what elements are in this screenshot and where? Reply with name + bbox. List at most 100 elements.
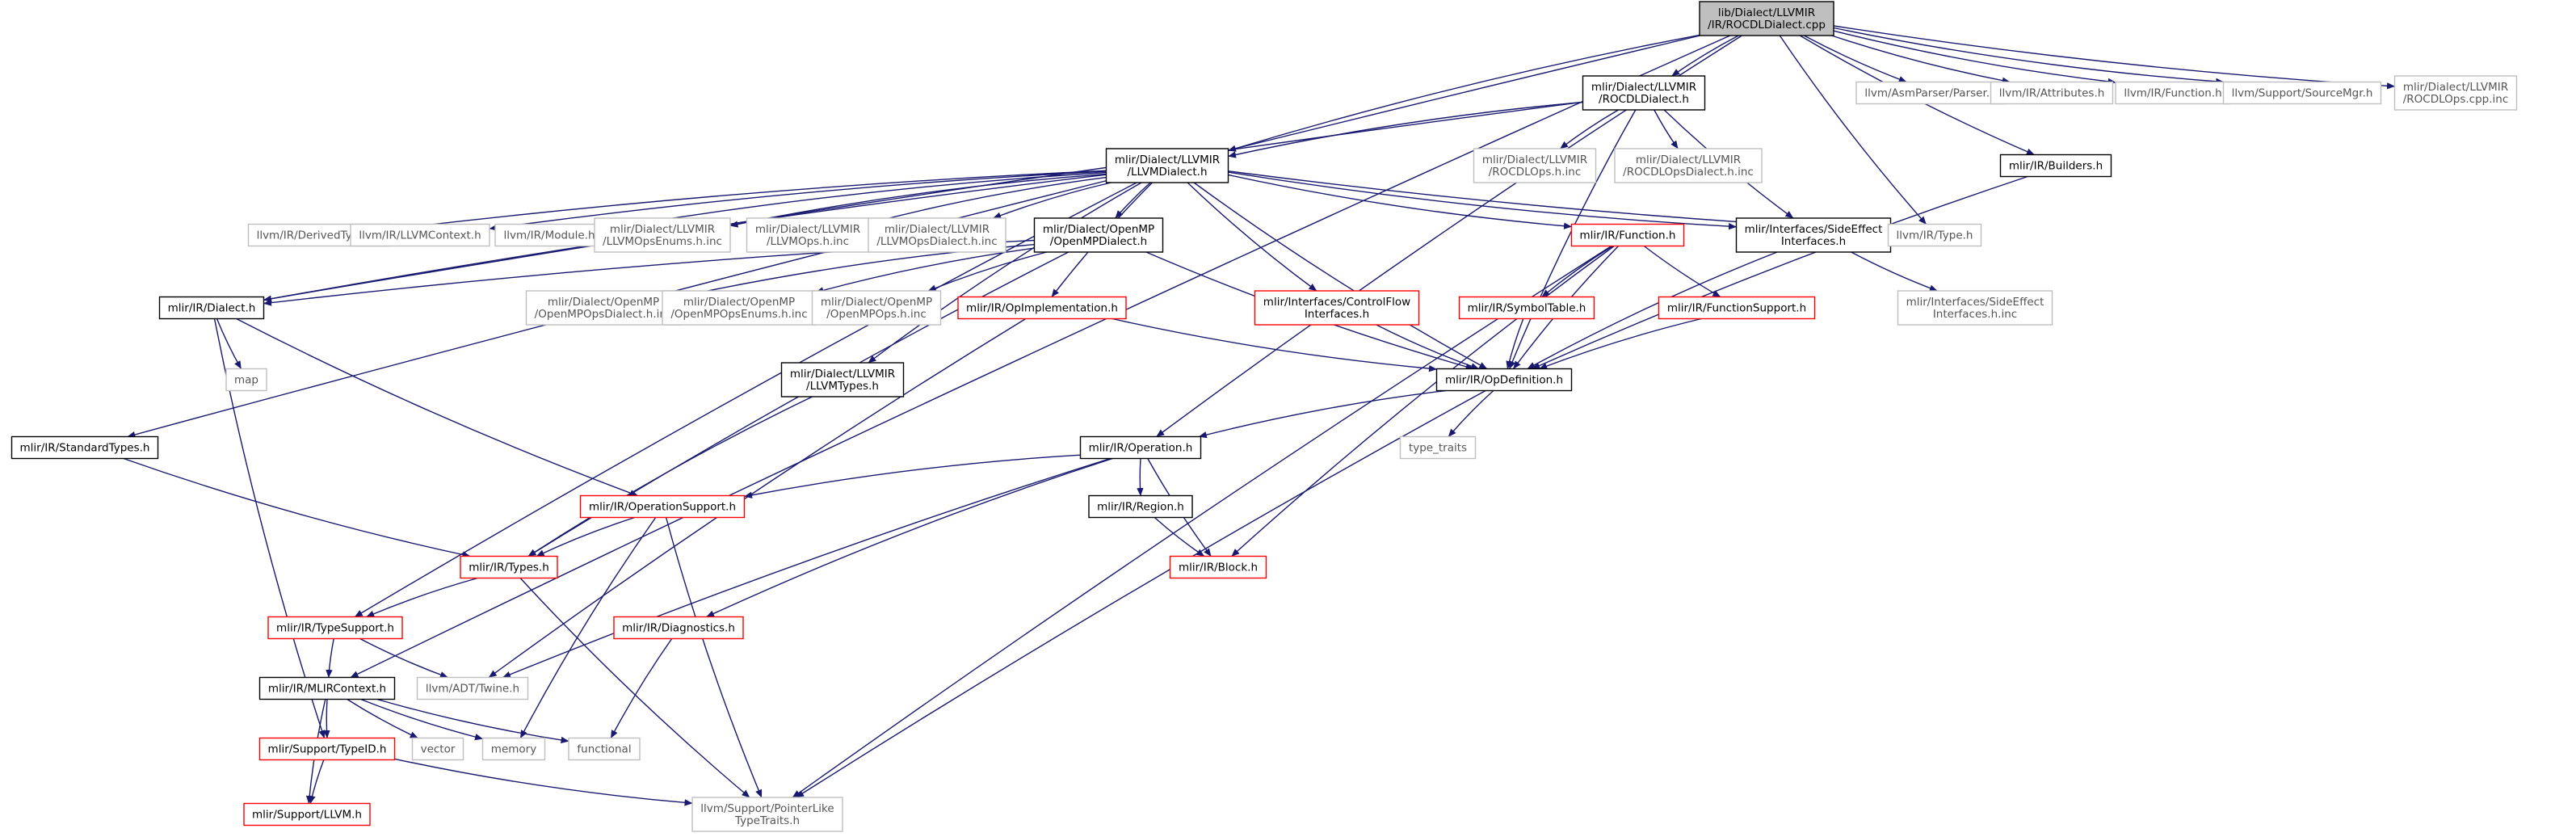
edge-arrow xyxy=(1448,389,1494,437)
edge-llvmdialect-h-to-llvmops-h-inc xyxy=(868,176,1107,225)
node-label-line: /OpenMPOpsDialect.h.inc xyxy=(535,308,673,321)
node-label-line: /LLVMOpsEnums.h.inc xyxy=(603,235,722,248)
node-box xyxy=(158,296,265,320)
node-label-line: mlir/IR/Diagnostics.h xyxy=(622,622,735,635)
node-box xyxy=(1473,148,1597,183)
node-box xyxy=(1897,290,2053,326)
node-label-line: lib/Dialect/LLVMIR xyxy=(1718,6,1815,19)
edge-arrow xyxy=(796,389,1486,798)
edge-operationsupport-to-memory xyxy=(519,517,657,738)
node-builders[interactable]: mlir/IR/Builders.h xyxy=(1999,154,2112,178)
edge-arrow xyxy=(1833,30,2116,86)
node-operationsupport[interactable]: mlir/IR/OperationSupport.h xyxy=(579,494,746,519)
node-label-line: mlir/Dialect/OpenMP xyxy=(821,296,932,309)
edge-arrow xyxy=(360,698,483,741)
node-label-line: llvm/IR/Attributes.h xyxy=(1999,87,2105,100)
node-box xyxy=(1855,81,2006,105)
node-region[interactable]: mlir/IR/Region.h xyxy=(1088,494,1193,519)
node-rocdl-h[interactable]: mlir/Dialect/LLVMIR/ROCDLDialect.h xyxy=(1582,75,1706,111)
node-function-mlir[interactable]: mlir/IR/Function.h xyxy=(1570,223,1685,247)
node-typeid[interactable]: mlir/Support/TypeID.h xyxy=(258,737,396,761)
node-llvmdialect-h[interactable]: mlir/Dialect/LLVMIR/LLVMDialect.h xyxy=(1105,148,1229,183)
node-label-line: /OpenMPDialect.h xyxy=(1050,235,1147,248)
edge-arrow xyxy=(1228,101,1583,158)
node-label-line: mlir/IR/Function.h xyxy=(1580,229,1676,242)
node-functionsupport[interactable]: mlir/IR/FunctionSupport.h xyxy=(1658,296,1816,320)
node-openmpdialect[interactable]: mlir/Dialect/OpenMP/OpenMPDialect.h xyxy=(1033,217,1164,253)
node-label-line: llvm/Support/SourceMgr.h xyxy=(2232,87,2373,100)
edge-diagnostics-to-functional xyxy=(610,638,673,738)
edge-arrow xyxy=(1198,389,1446,439)
node-box xyxy=(525,290,682,326)
edge-opdefinition-to-type-traits xyxy=(1448,389,1494,437)
node-label-line: llvm/ADT/Twine.h xyxy=(426,683,519,696)
edge-rocdl-h-to-llvmdialect-h xyxy=(1228,101,1583,158)
edge-arrow xyxy=(1231,245,1615,557)
node-llvmopsdialect: mlir/Dialect/LLVMIR/LLVMOpsDialect.h.inc xyxy=(868,217,1006,253)
edge-dialect-h-to-operationsupport xyxy=(236,318,638,497)
node-box xyxy=(1614,148,1763,183)
edge-arrow xyxy=(359,637,448,679)
node-llvmtypes[interactable]: mlir/Dialect/LLVMIR/LLVMTypes.h xyxy=(780,362,905,397)
node-operation[interactable]: mlir/IR/Operation.h xyxy=(1079,435,1202,460)
edge-arrow xyxy=(993,182,1112,219)
edge-arrow xyxy=(216,318,242,369)
edge-llvmdialect-h-to-opdefinition xyxy=(1193,182,1488,370)
node-opimplementation[interactable]: mlir/IR/OpImplementation.h xyxy=(957,296,1127,320)
node-box xyxy=(416,676,529,700)
node-asmparser: llvm/AsmParser/Parser.h xyxy=(1855,81,2006,105)
edge-root-to-type-llvm xyxy=(1779,35,1927,225)
edge-root-to-function-llvm xyxy=(1833,30,2116,86)
edge-arrow xyxy=(868,182,1142,364)
edge-typesupport-to-twine xyxy=(359,637,448,679)
node-label-line: mlir/Interfaces/SideEffect xyxy=(1906,296,2044,309)
node-box xyxy=(1699,1,1834,36)
node-standardtypes[interactable]: mlir/IR/StandardTypes.h xyxy=(11,435,159,460)
node-symboltable[interactable]: mlir/IR/SymbolTable.h xyxy=(1458,296,1595,320)
node-diagnostics[interactable]: mlir/IR/Diagnostics.h xyxy=(613,616,744,640)
node-box xyxy=(1088,494,1193,519)
node-box xyxy=(1887,223,1982,247)
node-root[interactable]: lib/Dialect/LLVMIR/IR/ROCDLDialect.cpp xyxy=(1699,1,1834,36)
node-mlircontext[interactable]: mlir/IR/MLIRContext.h xyxy=(258,676,396,700)
node-twine: llvm/ADT/Twine.h xyxy=(416,676,529,700)
node-label-line: functional xyxy=(577,743,631,756)
node-box xyxy=(1254,290,1420,326)
node-openmpopsdialect: mlir/Dialect/OpenMP/OpenMPOpsDialect.h.i… xyxy=(525,290,682,326)
node-box xyxy=(481,737,546,761)
node-label-line: mlir/Dialect/LLVMIR xyxy=(1482,154,1587,166)
edge-opdefinition-to-pointerlike xyxy=(796,389,1486,798)
edge-arrow xyxy=(1187,182,1317,292)
node-block[interactable]: mlir/IR/Block.h xyxy=(1169,555,1267,579)
node-label-line: mlir/Interfaces/SideEffect xyxy=(1745,223,1883,236)
edge-arrow xyxy=(1228,34,1700,152)
edge-arrow xyxy=(744,454,1081,498)
node-box xyxy=(2222,81,2382,105)
edge-arrow xyxy=(347,698,418,739)
node-label-line: mlir/IR/Operation.h xyxy=(1089,442,1193,455)
edge-arrow xyxy=(1803,35,1907,83)
node-dialect-h[interactable]: mlir/IR/Dialect.h xyxy=(158,296,265,320)
edge-arrow xyxy=(536,516,636,557)
node-label-line: mlir/Dialect/LLVMIR xyxy=(1636,154,1741,166)
node-support-llvm[interactable]: mlir/Support/LLVM.h xyxy=(243,802,371,826)
edge-standardtypes-to-types-h xyxy=(123,457,471,558)
node-opdefinition[interactable]: mlir/IR/OpDefinition.h xyxy=(1435,368,1573,392)
edge-arrow xyxy=(1560,109,1619,149)
edge-arrow xyxy=(323,699,330,738)
edge-arrow xyxy=(1532,175,2028,370)
node-types-h[interactable]: mlir/IR/Types.h xyxy=(460,555,558,579)
node-label-line: mlir/Dialect/LLVMIR xyxy=(1115,154,1220,166)
node-label-line: mlir/IR/MLIRContext.h xyxy=(268,683,386,696)
node-label-line: llvm/IR/Type.h xyxy=(1897,229,1973,242)
node-label-line: mlir/Dialect/LLVMIR xyxy=(790,368,895,381)
node-label-line: /ROCDLOpsDialect.h.inc xyxy=(1623,166,1754,179)
edge-typeid-to-support-llvm xyxy=(309,759,325,804)
edge-arrow xyxy=(1831,35,2011,84)
edge-llvmdialect-h-to-llvmopsdialect xyxy=(993,182,1112,219)
node-typesupport[interactable]: mlir/IR/TypeSupport.h xyxy=(267,616,403,640)
node-module: llvm/IR/Module.h xyxy=(494,223,604,247)
node-label-line: memory xyxy=(491,743,536,756)
